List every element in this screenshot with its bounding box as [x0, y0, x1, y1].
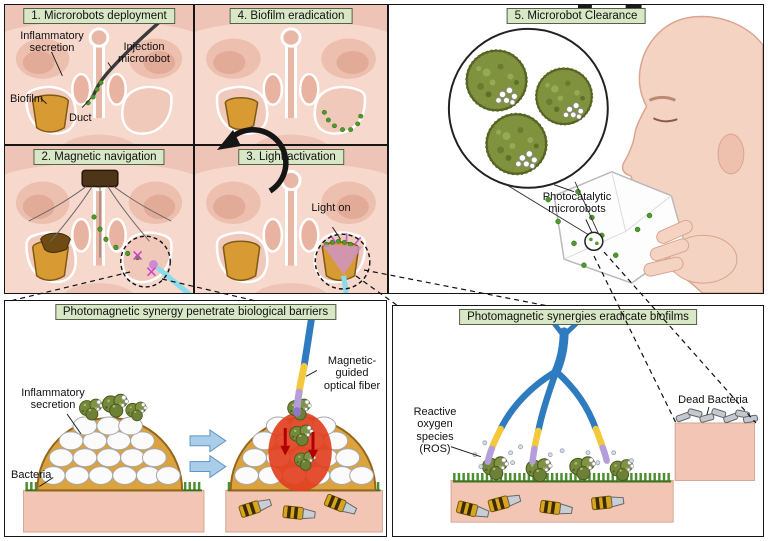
dead-biofilm-tissue — [674, 422, 755, 481]
photocatalytic-microrobot — [485, 112, 548, 176]
sinus-cross-section — [5, 5, 193, 144]
eradicated-microrobot-lining — [321, 110, 364, 132]
microrobot-cluster — [101, 393, 130, 418]
panel-3-title: 3. Light activation — [238, 149, 344, 165]
magnifier-wedge-lines — [506, 181, 600, 235]
closed-eye — [653, 117, 678, 123]
microrobot-dots — [85, 80, 104, 106]
eradicate-illustration — [450, 317, 759, 523]
microrobot-dots — [323, 238, 354, 247]
panel-4-illustration — [195, 5, 387, 144]
panel-eradicate-biofilms: Photomagnetic synergies eradicate biofil… — [392, 305, 764, 537]
panel-2-illustration — [5, 146, 193, 293]
label-duct: Duct — [69, 112, 92, 124]
magnetic-field-lines — [28, 186, 172, 258]
panel-1-microrobots-deployment: 1. Microrobots deployment Inflammatory s… — [4, 4, 194, 145]
label-bacteria: Bacteria — [11, 469, 52, 481]
panel-4-title: 4. Biofilm eradication — [229, 8, 353, 24]
label-ros: Reactive oxygen species (ROS) — [413, 406, 457, 456]
panel-2-title: 2. Magnetic navigation — [33, 149, 165, 165]
magnifier-origin-circle — [584, 231, 604, 252]
penetration-arrows — [280, 427, 318, 460]
eyebrow — [648, 95, 676, 102]
panel-2-magnetic-navigation: 2. Magnetic navigation — [4, 145, 194, 294]
optical-fiber — [341, 275, 349, 293]
label-inflammatory-secretion: Inflammatory secretion — [20, 30, 84, 55]
eradicate-title: Photomagnetic synergies eradicate biofil… — [459, 309, 697, 325]
panel-1-title: 1. Microrobots deployment — [23, 8, 175, 24]
label-biofilm: Biofilm — [10, 93, 44, 105]
external-magnet-icon — [81, 169, 119, 188]
ros-penetration-glow — [268, 412, 332, 492]
label-injection-microrobot: Injection microrobot — [118, 41, 170, 66]
panel-3-light-activation: 3. Light activation Light on — [194, 145, 388, 294]
magnifier-circle — [314, 233, 371, 290]
biofilm-blob — [222, 240, 261, 282]
penetrate-illustration — [22, 305, 383, 533]
biofilm-blob — [31, 94, 70, 133]
label-light-on: Light on — [311, 202, 351, 214]
magnetic-optical-fiber — [293, 305, 317, 414]
penetrate-title: Photomagnetic synergy penetrate biologic… — [54, 304, 337, 320]
panel-1-illustration — [5, 5, 193, 144]
sparkle-icon — [133, 250, 156, 277]
branched-optical-fiber — [484, 317, 610, 465]
cleared-microrobot-dots — [545, 188, 653, 268]
leader-lines — [40, 51, 113, 108]
leader-lines — [39, 369, 318, 487]
leader-lines — [553, 184, 593, 233]
biofilm-blob — [224, 97, 259, 131]
fiber-tip-glow — [148, 260, 158, 270]
panel-3-illustration — [195, 146, 387, 293]
leader-line — [332, 226, 341, 240]
panel-5-title: 5. Microrobot Clearance — [506, 8, 646, 24]
secretion-cobblestones — [40, 416, 181, 485]
label-photocatalytic-microrobots: Photocatalytic microrobots — [542, 191, 612, 216]
photocatalytic-microrobot — [465, 49, 528, 112]
progress-arrows — [189, 428, 227, 479]
dark-biofilm-blob — [40, 232, 71, 253]
panel-4-biofilm-eradication: 4. Biofilm eradication — [194, 4, 388, 145]
photocatalytic-microrobot — [534, 67, 594, 126]
panel-penetrate-barriers: Photomagnetic synergy penetrate biologic… — [4, 300, 387, 537]
tissue-base — [22, 489, 205, 533]
label-inflammatory-secretion: Inflammatory secretion — [21, 387, 85, 412]
microrobot-dot — [589, 237, 593, 242]
ros-dots — [472, 440, 634, 469]
label-magnetic-guided-fiber: Magnetic- guided optical fiber — [323, 355, 381, 392]
panel-5-microrobot-clearance: 5. Microrobot Clearance Photocatalytic m… — [388, 4, 764, 294]
ear — [717, 133, 745, 175]
panel-5-illustration — [447, 5, 763, 293]
microrobot-cluster — [569, 456, 597, 481]
dead-bacteria-chains — [675, 408, 759, 424]
sinus-cross-section — [195, 146, 387, 293]
magnifier-circle — [120, 235, 171, 288]
label-dead-bacteria: Dead Bacteria — [678, 394, 748, 406]
microrobot-dot — [595, 241, 599, 246]
light-beam — [322, 244, 363, 275]
fiber-tip — [293, 407, 302, 418]
